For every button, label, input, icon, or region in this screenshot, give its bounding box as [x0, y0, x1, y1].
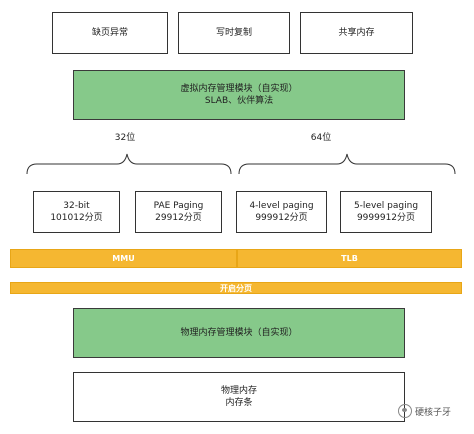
watermark: 硬核子牙 — [398, 404, 451, 418]
paging-32bit-title: 32-bit — [63, 201, 90, 211]
virtual-memory-management-title: 虚拟内存管理模块（自实现） — [180, 84, 298, 94]
mmu-bar: MMU — [10, 249, 237, 268]
physical-memory-title: 物理内存 — [220, 386, 257, 396]
paging-4level-title: 4-level paging — [249, 201, 314, 211]
page-fault-box: 缺页异常 — [52, 12, 168, 54]
copy-on-write-label: 写时复制 — [215, 28, 252, 38]
brace-32bit — [26, 153, 232, 175]
brace-64bit — [238, 153, 456, 175]
paging-pae-box: PAE Paging 29912分页 — [135, 191, 222, 233]
paging-pae-title: PAE Paging — [153, 201, 204, 211]
physical-memory-box: 物理内存 内存条 — [73, 372, 405, 422]
virtual-memory-management-box: 虚拟内存管理模块（自实现） SLAB、伙伴算法 — [73, 70, 405, 120]
paging-5level-scheme: 9999912分页 — [356, 213, 416, 223]
virtual-memory-management-subtitle: SLAB、伙伴算法 — [204, 96, 274, 106]
copy-on-write-box: 写时复制 — [178, 12, 290, 54]
enable-paging-label: 开启分页 — [220, 283, 252, 293]
paging-32bit-scheme: 101012分页 — [50, 213, 103, 223]
enable-paging-bar: 开启分页 — [10, 282, 462, 294]
brace-label-32bit: 32位 — [114, 133, 136, 143]
physical-memory-management-box: 物理内存管理模块（自实现） — [73, 308, 405, 358]
physical-memory-subtitle: 内存条 — [225, 398, 253, 408]
shared-memory-box: 共享内存 — [300, 12, 413, 54]
paging-pae-scheme: 29912分页 — [155, 213, 202, 223]
shared-memory-label: 共享内存 — [338, 28, 375, 38]
tlb-label: TLB — [341, 254, 358, 263]
brace-label-64bit: 64位 — [310, 133, 332, 143]
paging-5level-title: 5-level paging — [353, 201, 419, 211]
watermark-text: 硬核子牙 — [415, 407, 452, 418]
tlb-bar: TLB — [237, 249, 462, 268]
wechat-logo-icon — [398, 404, 412, 418]
mmu-label: MMU — [112, 254, 135, 263]
paging-4level-box: 4-level paging 999912分页 — [236, 191, 327, 233]
paging-5level-box: 5-level paging 9999912分页 — [340, 191, 432, 233]
physical-memory-management-title: 物理内存管理模块（自实现） — [180, 328, 298, 338]
page-fault-label: 缺页异常 — [91, 28, 128, 38]
paging-4level-scheme: 999912分页 — [255, 213, 308, 223]
paging-32bit-box: 32-bit 101012分页 — [33, 191, 120, 233]
